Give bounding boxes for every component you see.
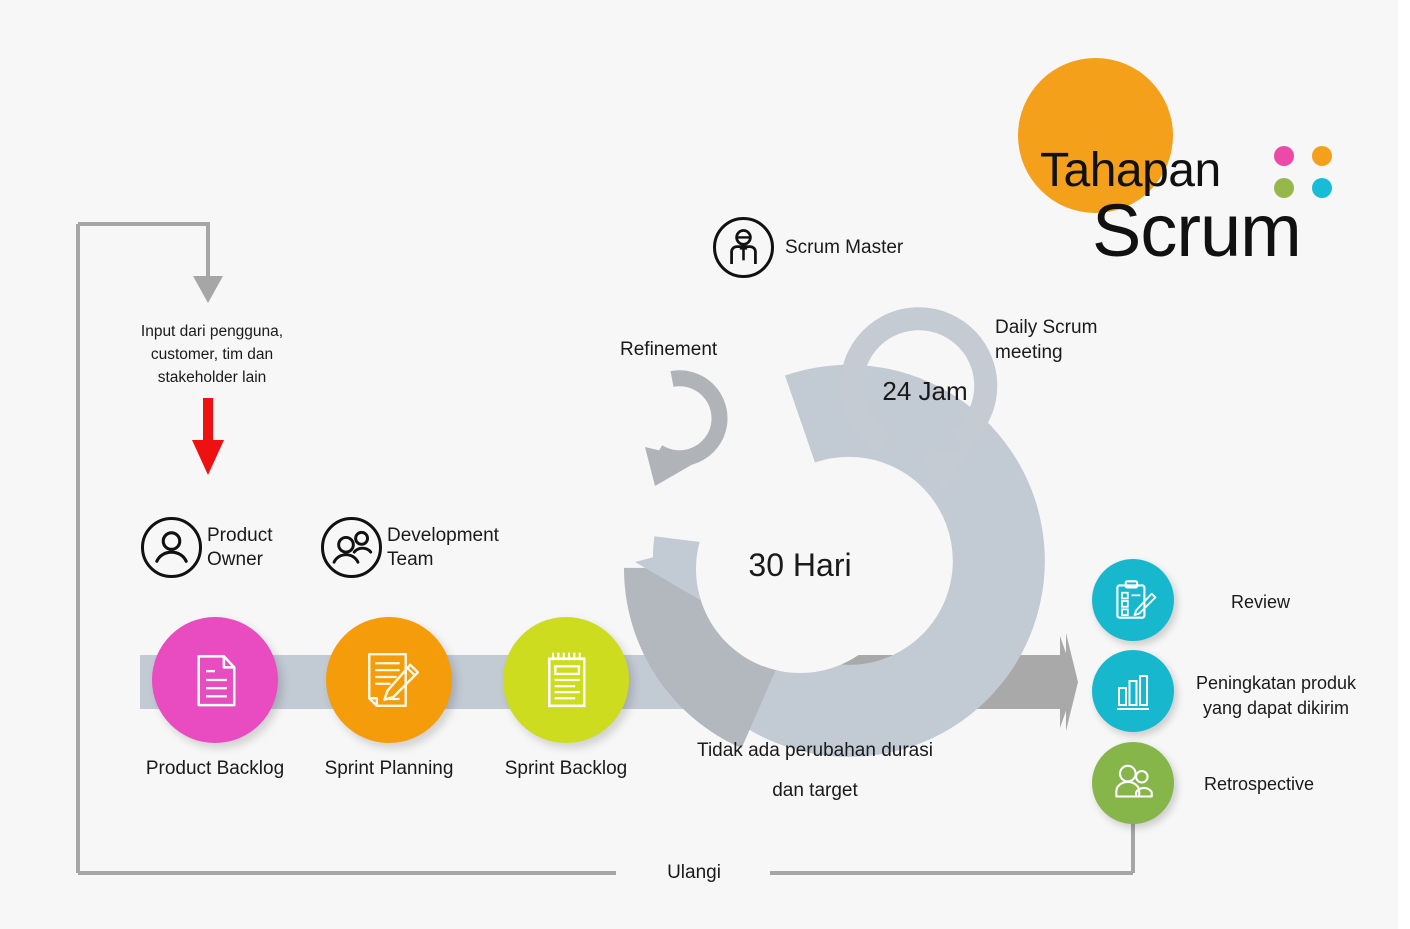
sprint-duration-label: 30 Hari [748,547,852,583]
refinement-cycle-arrow [645,370,728,486]
input-note: Input dari pengguna, customer, tim dan s… [110,320,314,389]
stage-product-backlog-caption: Product Backlog [145,758,285,779]
output-retrospective-label: Retrospective [1204,774,1315,794]
person-tie-icon [730,229,757,264]
notepad-icon [547,652,586,708]
title-line-1: Tahapan [1040,144,1221,197]
product-owner-label-line-2: Owner [207,549,263,570]
title-block: Tahapan Scrum [1018,58,1348,272]
people-icon [332,530,373,564]
daily-scrum-cycle-arrow [840,307,998,492]
output-increment-label: Peningkatan produk yang dapat dikirim [1181,671,1371,721]
title-dot-orange [1312,146,1332,166]
product-owner-icon-frame [141,517,202,578]
scrum-master-label: Scrum Master [785,237,904,258]
development-team-label-line-2: Team [387,549,434,570]
title-circle [1018,58,1173,213]
title-line-2: Scrum [1092,189,1302,272]
scrum-master-icon-frame [713,217,774,278]
daily-scrum-label-line-1: Daily Scrum [995,317,1098,338]
title-dot-cyan [1312,178,1332,198]
output-increment-label-line-2: yang dapat dikirim [1202,698,1350,718]
output-increment[interactable] [1092,650,1174,732]
output-review[interactable] [1092,559,1174,641]
daily-duration-label: 24 Jam [882,376,968,406]
product-owner-label: Product Owner [207,524,272,572]
title-dot-green [1274,178,1294,198]
output-review-label: Review [1231,592,1291,612]
development-team-icon-frame [321,517,382,578]
sprint-constraint-note-line-1: Tidak ada perubahan durasi [697,740,933,761]
title-dot-pink [1274,146,1294,166]
sprint-constraint-note: Tidak ada perubahan durasi dan target [650,731,980,811]
stage-sprint-backlog-caption: Sprint Backlog [504,758,628,779]
stage-sprint-backlog[interactable] [503,617,629,743]
development-team-label-line-1: Development [387,525,499,546]
stage-sprint-planning[interactable] [326,617,452,743]
output-retrospective[interactable] [1092,742,1174,824]
bar-chart-icon [1117,675,1149,710]
sprint-cycle-ring [623,364,1045,757]
input-note-line-1: Input dari pengguna, [140,323,284,340]
sprint-constraint-note-line-2: dan target [772,780,858,801]
development-team-label: Development Team [387,524,499,572]
stage-sprint-planning-caption: Sprint Planning [324,758,454,779]
repeat-loop-label: Ulangi [618,862,770,884]
people-icon [1115,764,1153,798]
document-pencil-icon [368,652,420,708]
output-increment-label-line-1: Peningkatan produk [1195,673,1357,693]
red-down-arrow [192,398,224,475]
input-connector [78,222,223,303]
product-owner-label-line-1: Product [207,525,273,546]
input-note-line-2: customer, tim dan [150,346,274,363]
refinement-label: Refinement [620,339,718,360]
repeat-loop-path [76,224,1135,875]
document-icon [197,655,236,707]
daily-scrum-label: Daily Scrum meeting [995,315,1097,365]
daily-scrum-label-line-2: meeting [995,342,1063,363]
person-icon [155,531,188,563]
stage-product-backlog[interactable] [152,617,278,743]
input-note-line-3: stakeholder lain [157,369,267,386]
clipboard-check-icon [1116,580,1157,619]
